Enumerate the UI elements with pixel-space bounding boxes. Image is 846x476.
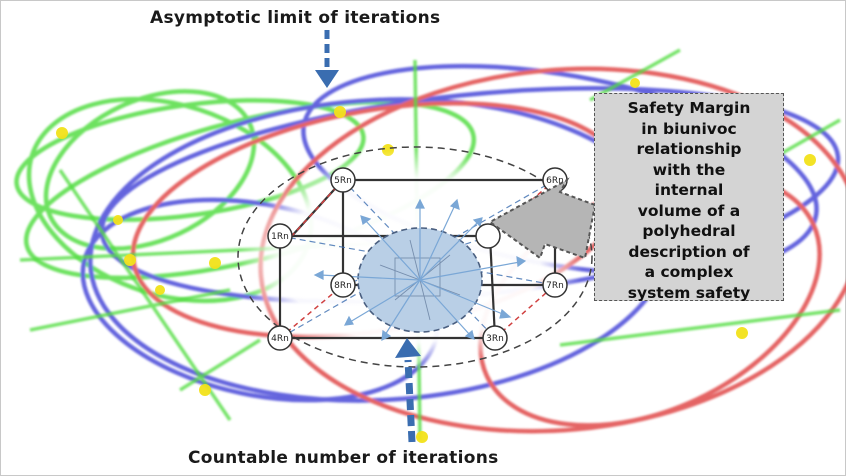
green-axis-line	[559, 308, 841, 347]
polyhedron-hidden-edges	[279, 179, 556, 339]
polyhedron-edge	[488, 235, 497, 339]
intersection-node	[124, 254, 136, 266]
callout-line: system safety	[627, 283, 751, 302]
callout-line: a complex	[644, 263, 734, 281]
vertex-label: 8Rn	[334, 281, 352, 291]
vertex-7rn: 7Rn	[542, 272, 568, 298]
countable-iterations-label: Countable number of iterations	[188, 448, 499, 468]
intersection-node	[199, 384, 211, 396]
vertex-label: 4Rn	[271, 334, 289, 344]
callout-line: relationship	[636, 140, 742, 158]
green-axis-line	[589, 48, 681, 102]
green-axis-line	[29, 288, 231, 332]
asymptotic-arrow	[315, 30, 339, 88]
countable-arrow	[395, 338, 421, 443]
vertex-2rn	[475, 223, 501, 249]
callout-line: internal	[654, 181, 724, 199]
vertex-label: 6Rn	[546, 176, 564, 186]
diagonal-edge	[279, 179, 556, 339]
intersection-node	[736, 327, 748, 339]
outer-dashed-sphere	[237, 146, 593, 368]
intersection-node	[334, 106, 346, 118]
vertex-label: 7Rn	[546, 281, 564, 291]
callout-line: volume of a	[637, 201, 741, 220]
callout-line: Safety Margin	[627, 99, 751, 117]
hidden-edge	[279, 284, 344, 339]
intersection-node	[804, 154, 816, 166]
callout-pointer-arrow	[488, 177, 597, 260]
vertex-4rn: 4Rn	[267, 325, 293, 351]
callout-line: polyhedral	[642, 222, 736, 240]
intersection-node	[630, 78, 640, 88]
intersection-node	[209, 257, 221, 269]
vertex-3rn: 3Rn	[482, 325, 508, 351]
diagonal-edge	[342, 235, 491, 286]
intersection-node	[56, 127, 68, 139]
vertex-label: 3Rn	[486, 334, 504, 344]
callout-line: description of	[628, 242, 750, 261]
vertex-label: 1Rn	[271, 232, 289, 242]
safety-margin-callout: Safety Margin in biunivoc relationship w…	[594, 93, 784, 302]
vertex-label: 5Rn	[334, 176, 352, 186]
hidden-edge	[494, 284, 556, 339]
vertex-5rn: 5Rn	[330, 167, 356, 193]
intersection-node	[416, 431, 428, 443]
callout-line: in biunivoc	[641, 119, 737, 138]
asymptotic-limit-label: Asymptotic limit of iterations	[150, 8, 441, 28]
green-orbit	[43, 89, 257, 251]
intersection-node	[113, 215, 123, 225]
hidden-edge	[289, 179, 344, 239]
vertex-8rn: 8Rn	[330, 272, 356, 298]
intersection-nodes	[56, 78, 816, 443]
callout-line: with the	[652, 160, 726, 179]
vertex-1rn: 1Rn	[267, 223, 293, 249]
intersection-node	[155, 285, 165, 295]
diagonal-edge	[279, 235, 556, 286]
radiating-arrows	[313, 198, 527, 342]
